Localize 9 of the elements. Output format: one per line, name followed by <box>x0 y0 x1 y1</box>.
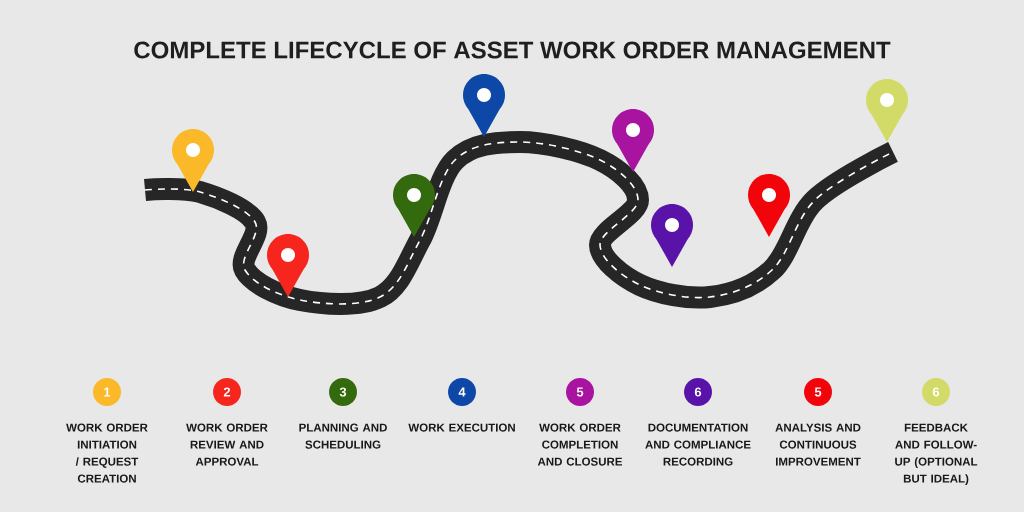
step-label: PLANNING AND SCHEDULING <box>299 423 387 449</box>
step-label: ANALYSIS AND CONTINUOUS IMPROVEMENT <box>775 423 861 466</box>
step-label: WORK EXECUTION <box>408 423 515 432</box>
step-label: WORK ORDER REVIEW AND APPROVAL <box>186 423 268 466</box>
step-label: WORK ORDER COMPLETION AND CLOSURE <box>537 423 623 466</box>
title: COMPLETE LIFECYCLE OF ASSET WORK ORDER MANAGEMENT <box>134 41 891 59</box>
step-label: DOCUMENTATION AND COMPLIANCE RECORDING <box>645 423 751 466</box>
step-label: WORK ORDER INITIATION / REQUEST CREATION <box>66 423 148 483</box>
step-label: FEEDBACK AND FOLLOW-UP (OPTIONAL BUT IDEAL) <box>895 423 978 485</box>
